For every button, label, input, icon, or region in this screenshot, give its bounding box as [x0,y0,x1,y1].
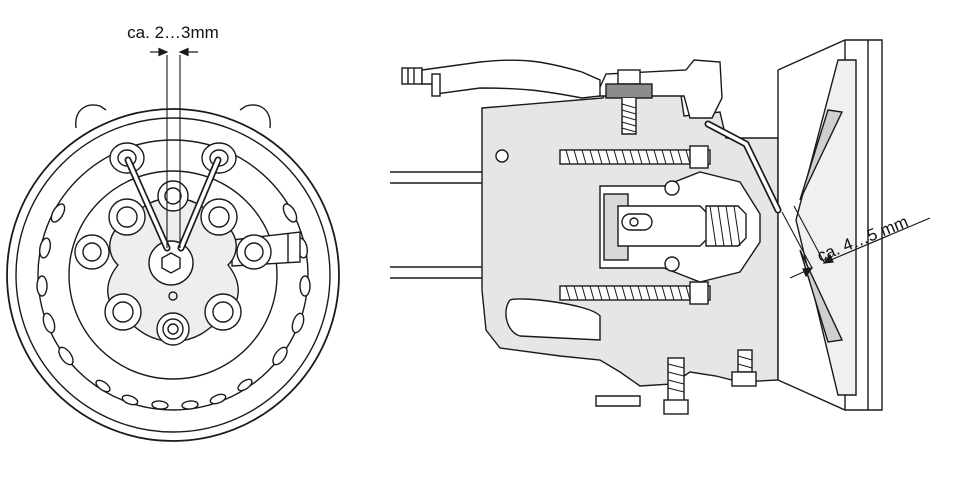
side-flame-cone [777,39,883,411]
front-bolt-holes [74,198,272,331]
gap-dimension-arrows [150,47,198,57]
side-view [390,39,883,415]
front-housing-ring [15,117,331,433]
side-thread-rod-bottom [559,281,711,305]
front-lug-left [75,104,107,129]
side-nozzle-thread [705,205,747,247]
side-oil-pipe [401,59,601,99]
front-view [6,55,340,442]
side-thread-rod-top [559,145,711,169]
front-lug-right [239,104,271,129]
side-top-screw [605,69,653,135]
front-nozzle-hex [161,252,181,274]
front-inner-ring [68,170,278,380]
front-bottom-nut [156,312,190,346]
front-disc [37,139,309,411]
side-nozzle-assembly [599,171,761,283]
electrode-gap-label: ca. 2…3mm [127,23,219,42]
distance-dimension-arrows [789,217,931,279]
side-bottom-screws [595,349,757,415]
